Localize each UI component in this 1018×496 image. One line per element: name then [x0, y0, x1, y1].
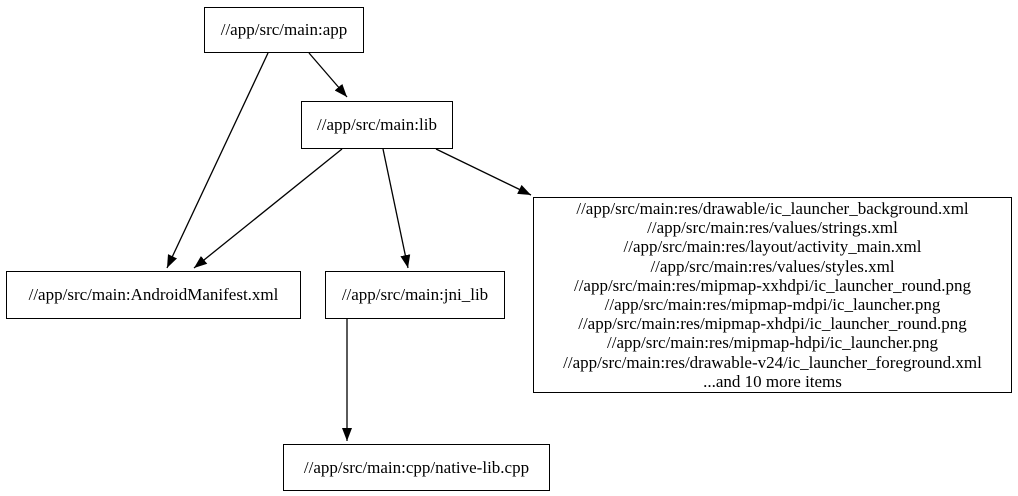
edge-lib-to-jni-lib [382, 148, 411, 269]
node-native-lib-cpp: //app/src/main:cpp/native-lib.cpp [283, 444, 550, 491]
edge-app-to-lib [308, 52, 348, 98]
node-native-lib-cpp-label: //app/src/main:cpp/native-lib.cpp [303, 457, 530, 477]
node-res-group-label: //app/src/main:res/mipmap-xxhdpi/ic_laun… [573, 275, 972, 295]
node-jni-lib-label: //app/src/main:jni_lib [341, 285, 489, 305]
node-lib: //app/src/main:lib [301, 101, 453, 149]
node-app-label: //app/src/main:app [220, 20, 348, 40]
node-res-group-label: //app/src/main:res/values/strings.xml [647, 218, 898, 238]
edge-lib-to-res-group [435, 148, 532, 196]
edge-lib-to-android-manifest [193, 148, 343, 269]
node-res-group-label: ...and 10 more items [703, 371, 842, 391]
node-res-group: //app/src/main:res/drawable/ic_launcher_… [533, 197, 1012, 393]
node-jni-lib: //app/src/main:jni_lib [325, 271, 505, 319]
node-lib-label: //app/src/main:lib [317, 115, 437, 135]
node-res-group-label: //app/src/main:res/values/styles.xml [650, 256, 895, 276]
node-app: //app/src/main:app [204, 7, 364, 53]
edge-app-to-android-manifest [166, 52, 269, 269]
node-res-group-label: //app/src/main:res/mipmap-hdpi/ic_launch… [607, 333, 938, 353]
node-res-group-label: //app/src/main:res/mipmap-mdpi/ic_launch… [604, 295, 941, 314]
node-res-group-label: //app/src/main:res/drawable-v24/ic_launc… [563, 352, 982, 372]
node-res-group-label: //app/src/main:res/drawable/ic_launcher_… [576, 198, 969, 218]
node-res-group-label: //app/src/main:res/layout/activity_main.… [623, 237, 922, 257]
node-android-manifest: //app/src/main:AndroidManifest.xml [6, 271, 301, 319]
node-android-manifest-label: //app/src/main:AndroidManifest.xml [28, 285, 279, 305]
node-res-group-label: //app/src/main:res/mipmap-xhdpi/ic_launc… [578, 314, 967, 334]
